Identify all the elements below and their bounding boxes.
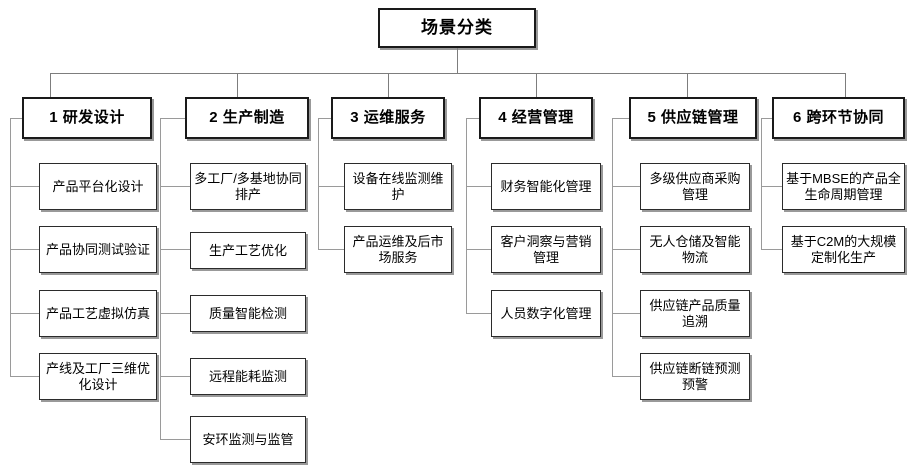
- category-header-3-label: 3 运维服务: [350, 109, 426, 127]
- bus-drop-6: [845, 73, 846, 98]
- category-header-5-label: 5 供应链管理: [647, 109, 739, 127]
- stub-4-3: [466, 313, 491, 314]
- stub-2-4: [160, 376, 190, 377]
- bus-drop-3: [388, 73, 389, 98]
- leaf-node-2-1[interactable]: 多工厂/多基地协同排产: [190, 163, 306, 210]
- category-header-1[interactable]: 1 研发设计: [22, 97, 152, 139]
- stub-3-2: [318, 249, 344, 250]
- trunk-entry-1: [10, 118, 22, 119]
- root-stem-line: [457, 48, 458, 73]
- trunk-line-5: [612, 118, 613, 376]
- trunk-entry-5: [612, 118, 629, 119]
- trunk-entry-3: [318, 118, 331, 119]
- leaf-node-6-1[interactable]: 基于MBSE的产品全生命周期管理: [782, 163, 905, 210]
- category-header-5[interactable]: 5 供应链管理: [629, 97, 757, 139]
- stub-1-4: [10, 376, 39, 377]
- leaf-node-1-4-label: 产线及工厂三维优化设计: [45, 361, 150, 392]
- trunk-line-6: [761, 118, 762, 249]
- stub-3-1: [318, 186, 344, 187]
- stub-1-1: [10, 186, 39, 187]
- leaf-node-1-4[interactable]: 产线及工厂三维优化设计: [39, 353, 157, 400]
- leaf-node-5-1[interactable]: 多级供应商采购管理: [640, 163, 750, 210]
- leaf-node-2-3-label: 质量智能检测: [208, 305, 287, 321]
- stub-4-2: [466, 249, 491, 250]
- stub-2-2: [160, 249, 190, 250]
- stub-5-4: [612, 376, 640, 377]
- bus-drop-2: [237, 73, 238, 98]
- trunk-entry-4: [466, 118, 479, 119]
- trunk-line-2: [160, 118, 161, 439]
- category-header-6-label: 6 跨环节协同: [792, 109, 884, 127]
- leaf-node-3-2[interactable]: 产品运维及后市场服务: [344, 226, 452, 273]
- leaf-node-2-3[interactable]: 质量智能检测: [190, 295, 306, 332]
- trunk-entry-2: [160, 118, 185, 119]
- leaf-node-2-4-label: 远程能耗监测: [208, 368, 287, 384]
- category-header-6[interactable]: 6 跨环节协同: [772, 97, 905, 139]
- category-header-1-label: 1 研发设计: [49, 109, 125, 127]
- leaf-node-1-3[interactable]: 产品工艺虚拟仿真: [39, 290, 157, 337]
- leaf-node-1-2-label: 产品协同测试验证: [45, 241, 150, 257]
- stub-5-2: [612, 249, 640, 250]
- trunk-entry-6: [761, 118, 772, 119]
- leaf-node-3-1[interactable]: 设备在线监测维护: [344, 163, 452, 210]
- category-header-4-label: 4 经营管理: [498, 109, 574, 127]
- root-node[interactable]: 场景分类: [378, 8, 536, 48]
- leaf-node-4-3-label: 人员数字化管理: [500, 305, 592, 321]
- leaf-node-4-1-label: 财务智能化管理: [500, 178, 592, 194]
- leaf-node-4-3[interactable]: 人员数字化管理: [491, 290, 601, 337]
- stub-4-1: [466, 186, 491, 187]
- leaf-node-2-5-label: 安环监测与监管: [202, 431, 294, 447]
- stub-5-3: [612, 313, 640, 314]
- stub-2-1: [160, 186, 190, 187]
- stub-1-3: [10, 313, 39, 314]
- category-header-3[interactable]: 3 运维服务: [331, 97, 445, 139]
- leaf-node-4-1[interactable]: 财务智能化管理: [491, 163, 601, 210]
- leaf-node-1-2[interactable]: 产品协同测试验证: [39, 226, 157, 273]
- leaf-node-2-2[interactable]: 生产工艺优化: [190, 232, 306, 269]
- leaf-node-1-1[interactable]: 产品平台化设计: [39, 163, 157, 210]
- bus-drop-4: [536, 73, 537, 98]
- leaf-node-5-1-label: 多级供应商采购管理: [649, 171, 741, 202]
- stub-2-5: [160, 439, 190, 440]
- leaf-node-4-2[interactable]: 客户洞察与营销管理: [491, 226, 601, 273]
- leaf-node-6-2-label: 基于C2M的大规模定制化生产: [790, 234, 897, 265]
- leaf-node-5-4[interactable]: 供应链断链预测预警: [640, 353, 750, 400]
- trunk-line-1: [10, 118, 11, 376]
- bus-drop-5: [687, 73, 688, 98]
- root-node-label: 场景分类: [421, 17, 493, 37]
- stub-5-1: [612, 186, 640, 187]
- leaf-node-6-2[interactable]: 基于C2M的大规模定制化生产: [782, 226, 905, 273]
- category-header-2[interactable]: 2 生产制造: [185, 97, 309, 139]
- leaf-node-5-3[interactable]: 供应链产品质量追溯: [640, 290, 750, 337]
- leaf-node-4-2-label: 客户洞察与营销管理: [500, 234, 592, 265]
- leaf-node-5-2[interactable]: 无人仓储及智能物流: [640, 226, 750, 273]
- distribution-bus-line: [50, 73, 845, 74]
- bus-drop-1: [50, 73, 51, 98]
- leaf-node-6-1-label: 基于MBSE的产品全生命周期管理: [786, 171, 901, 202]
- leaf-node-3-2-label: 产品运维及后市场服务: [352, 234, 444, 265]
- stub-2-3: [160, 313, 190, 314]
- leaf-node-1-3-label: 产品工艺虚拟仿真: [45, 305, 150, 321]
- trunk-line-4: [466, 118, 467, 313]
- leaf-node-2-4[interactable]: 远程能耗监测: [190, 358, 306, 395]
- leaf-node-5-3-label: 供应链产品质量追溯: [649, 298, 741, 329]
- trunk-line-3: [318, 118, 319, 249]
- leaf-node-2-1-label: 多工厂/多基地协同排产: [194, 171, 302, 202]
- leaf-node-2-5[interactable]: 安环监测与监管: [190, 416, 306, 463]
- leaf-node-3-1-label: 设备在线监测维护: [352, 171, 444, 202]
- leaf-node-5-4-label: 供应链断链预测预警: [649, 361, 741, 392]
- leaf-node-1-1-label: 产品平台化设计: [52, 178, 144, 194]
- leaf-node-2-2-label: 生产工艺优化: [208, 242, 287, 258]
- category-header-4[interactable]: 4 经营管理: [479, 97, 593, 139]
- stub-6-1: [761, 186, 782, 187]
- category-header-2-label: 2 生产制造: [209, 109, 285, 127]
- stub-6-2: [761, 249, 782, 250]
- leaf-node-5-2-label: 无人仓储及智能物流: [649, 234, 741, 265]
- stub-1-2: [10, 249, 39, 250]
